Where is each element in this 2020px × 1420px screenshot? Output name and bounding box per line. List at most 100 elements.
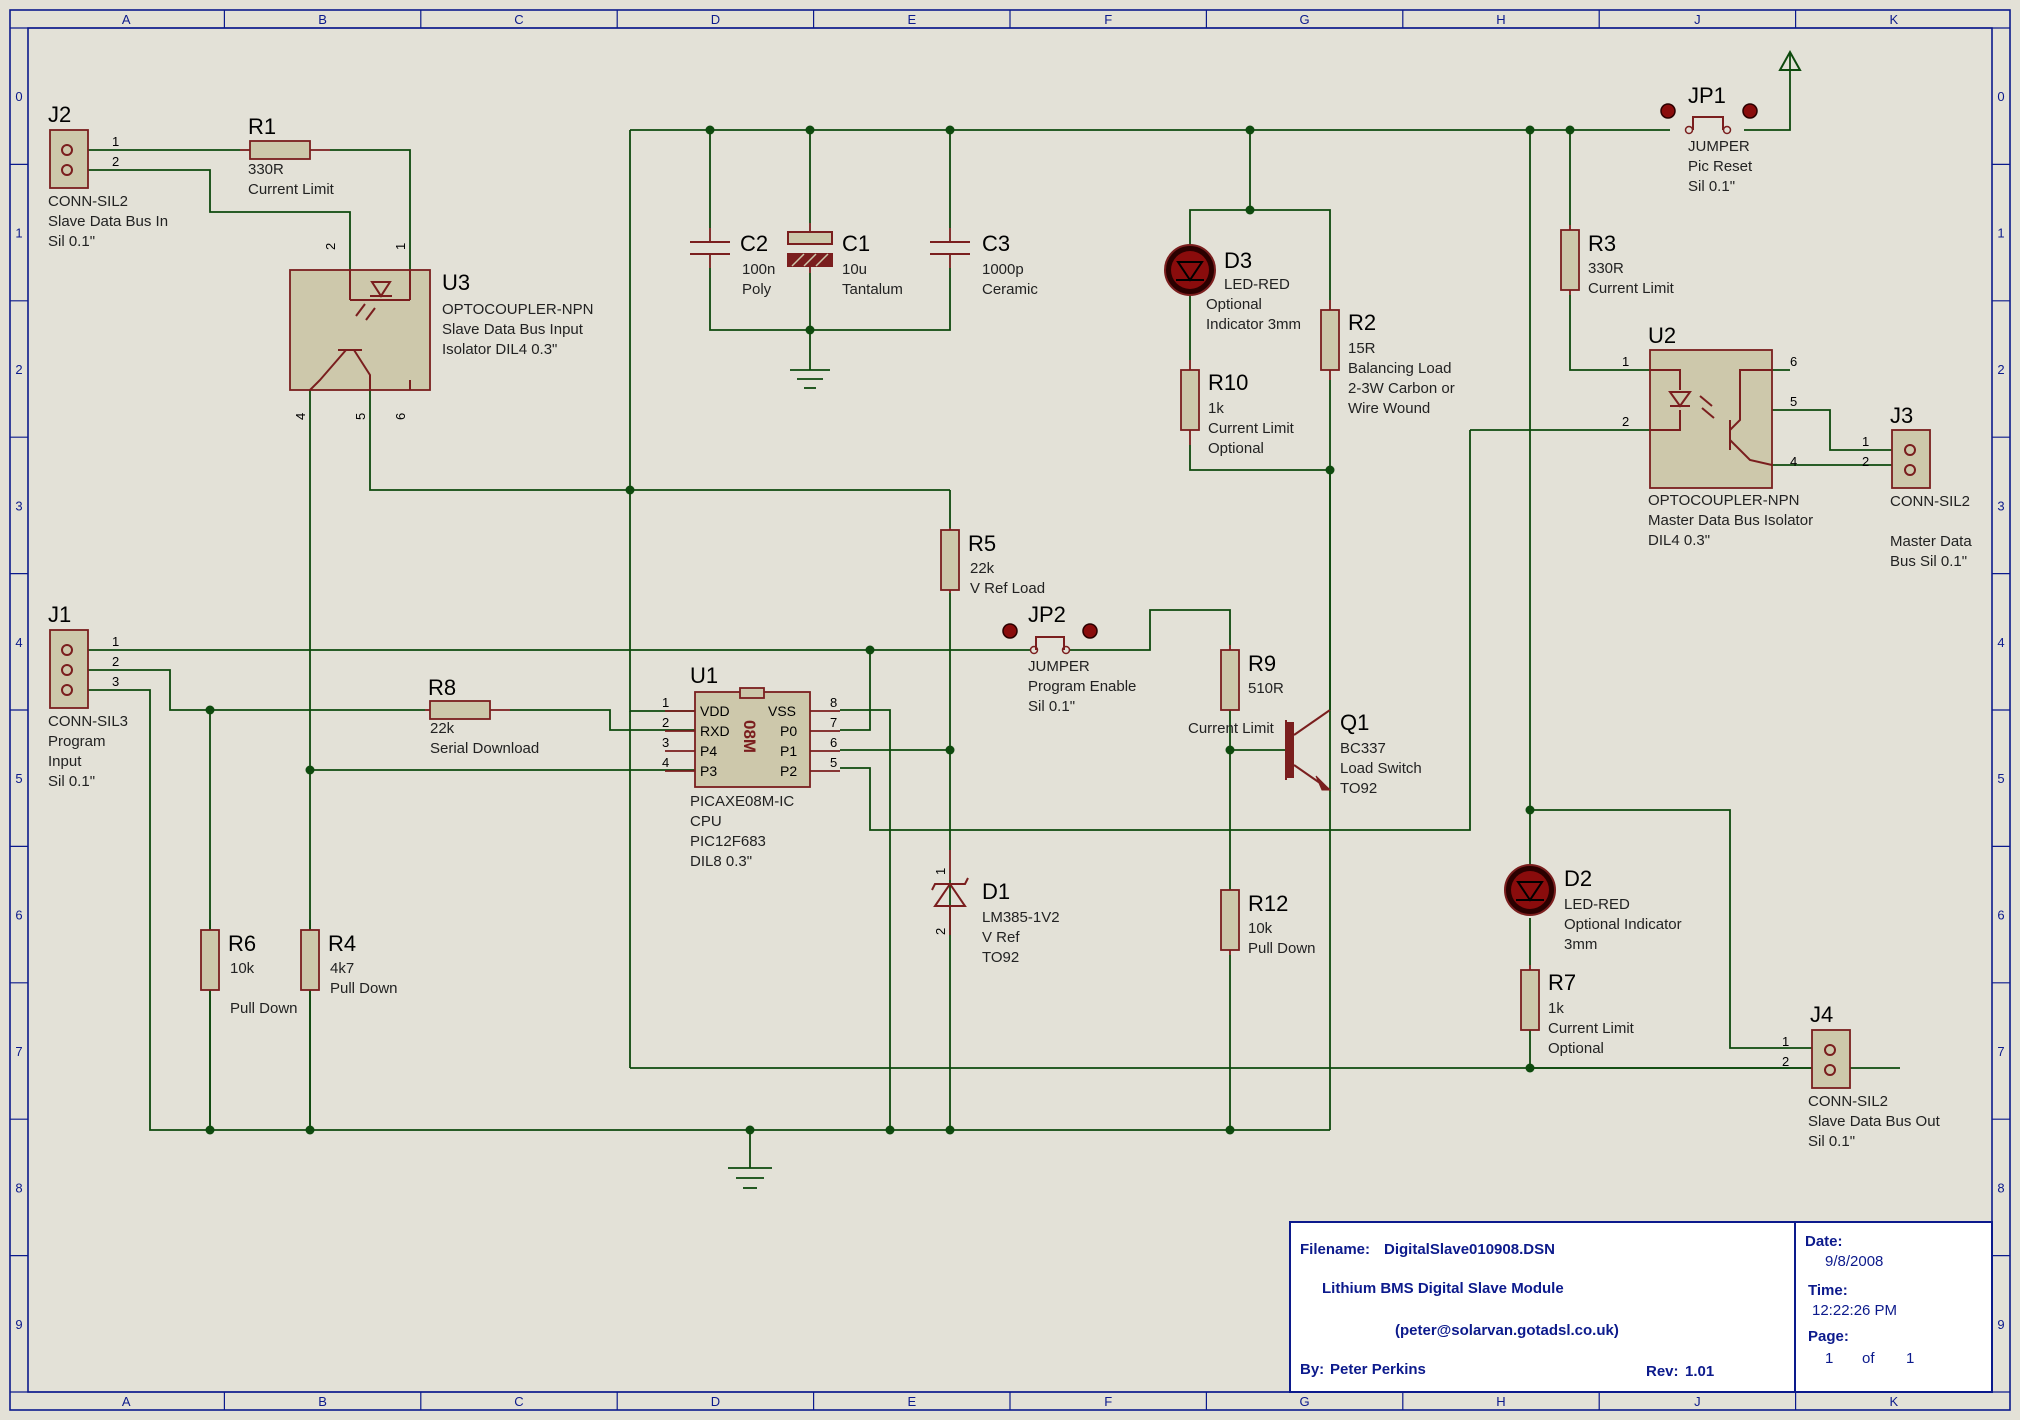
q1-line-2: Load Switch	[1340, 760, 1422, 777]
c2-ref: C2	[740, 231, 768, 256]
grid-row-label: 3	[1997, 498, 2004, 513]
u2-line-3: DIL4 0.3"	[1648, 532, 1710, 549]
d3-line-3: Indicator 3mm	[1206, 316, 1301, 333]
r3-line-1: 330R	[1588, 260, 1624, 277]
d1-line-2: V Ref	[982, 929, 1020, 946]
grid-row-label: 9	[1997, 1317, 2004, 1332]
tb-date-label: Date:	[1805, 1233, 1843, 1250]
capacitor-c2: C2 100n Poly	[690, 228, 775, 298]
grid-column-label: J	[1694, 12, 1701, 27]
resistor-r8: R8 22k Serial Download	[425, 675, 539, 757]
grid-row-label: 0	[1997, 89, 2004, 104]
r10-ref: R10	[1208, 370, 1248, 395]
r10-line-3: Optional	[1208, 440, 1264, 457]
j2-line-3: Sil 0.1"	[48, 233, 95, 250]
ground-icon-caps	[790, 369, 830, 389]
c3-line-1: 1000p	[982, 261, 1024, 278]
resistor-r4: R4 4k7 Pull Down	[300, 929, 398, 997]
vcc-arrow-icon	[1778, 49, 1802, 71]
c1-ref: C1	[842, 231, 870, 256]
tb-page: 1	[1825, 1350, 1833, 1367]
grid-row-label: 4	[1997, 635, 2004, 650]
jp2-line-1: JUMPER	[1028, 658, 1090, 675]
led-d2: D2 LED-RED Optional Indicator 3mm	[1504, 864, 1682, 953]
jumper-jp1: JP1 JUMPER Pic Reset Sil 0.1"	[1660, 83, 1758, 195]
tb-rev: 1.01	[1685, 1363, 1714, 1380]
microcontroller-u1: 1 2 3 4 8 7 6 5 VDD RXD P4 P3 VSS P0 P1 …	[662, 663, 840, 870]
r1-line-2: Current Limit	[248, 181, 335, 198]
grid-column-label: F	[1104, 12, 1112, 27]
u1-pin-p2: P2	[780, 763, 797, 779]
r7-line-1: 1k	[1548, 1000, 1564, 1017]
tb-filename: DigitalSlave010908.DSN	[1384, 1241, 1555, 1258]
tb-of-label: of	[1862, 1350, 1875, 1367]
j1-line-1: CONN-SIL3	[48, 713, 128, 730]
d2-line-2: Optional Indicator	[1564, 916, 1682, 933]
grid-row-label: 7	[15, 1044, 22, 1059]
u1-pin-p4: P4	[700, 743, 717, 759]
j4-line-1: CONN-SIL2	[1808, 1093, 1888, 1110]
r10-line-2: Current Limit	[1208, 420, 1295, 437]
grid-column-label: G	[1300, 12, 1310, 27]
u3-pin-5: 5	[353, 413, 368, 420]
grid-column-label: K	[1889, 1394, 1898, 1409]
u1-line-2: CPU	[690, 813, 722, 830]
d1-pin-2: 2	[933, 928, 948, 935]
u1-pin-4: 4	[662, 755, 669, 770]
grid-row-label: 4	[15, 635, 22, 650]
optocoupler-u2: 1 2 6 5 4 U2 OPTOCOUPLER-NPN Master Data…	[1622, 323, 1813, 549]
r4-line-2: Pull Down	[330, 980, 398, 997]
u1-pin-3: 3	[662, 735, 669, 750]
r2-line-3: 2-3W Carbon or	[1348, 380, 1455, 397]
d3-line-2: Optional	[1206, 296, 1262, 313]
r4-line-1: 4k7	[330, 960, 354, 977]
grid-row-label: 3	[15, 498, 22, 513]
grid-row-label: 8	[15, 1180, 22, 1195]
tb-title: Lithium BMS Digital Slave Module	[1322, 1280, 1564, 1297]
grid-row-label: 1	[1997, 226, 2004, 241]
r9-line-1: 510R	[1248, 680, 1284, 697]
c2-line-1: 100n	[742, 261, 775, 278]
resistor-r2: R2 15R Balancing Load 2-3W Carbon or Wir…	[1320, 300, 1455, 417]
r12-line-2: Pull Down	[1248, 940, 1316, 957]
grid-row-label: 7	[1997, 1044, 2004, 1059]
u1-pin-7: 7	[830, 715, 837, 730]
j1-line-4: Sil 0.1"	[48, 773, 95, 790]
u2-pin-6: 6	[1790, 354, 1797, 369]
grid-column-label: J	[1694, 1394, 1701, 1409]
j1-pin-2: 2	[112, 654, 119, 669]
resistor-r3: R3 330R Current Limit	[1560, 225, 1675, 297]
resistor-r10: R10 1k Current Limit Optional	[1180, 360, 1295, 457]
grid-marks	[10, 10, 2010, 1410]
diode-d1: 1 2 D1 LM385-1V2 V Ref TO92	[931, 850, 1060, 966]
r2-ref: R2	[1348, 310, 1376, 335]
u1-pin-2: 2	[662, 715, 669, 730]
grid-column-label: F	[1104, 1394, 1112, 1409]
j1-pin-3: 3	[112, 674, 119, 689]
grid-row-label: 1	[15, 226, 22, 241]
u1-line-3: PIC12F683	[690, 833, 766, 850]
u1-pin-p0: P0	[780, 723, 797, 739]
grid-column-label: C	[514, 12, 523, 27]
resistor-r5: R5 22k V Ref Load	[940, 528, 1045, 597]
optocoupler-u3: 2 1 4 5 6 U3 OPTOCOUPLER-NPN Slave Data …	[289, 243, 593, 420]
r9-extra: Current Limit	[1188, 720, 1275, 737]
r1-ref: R1	[248, 114, 276, 139]
capacitor-c1: C1 10u Tantalum	[787, 223, 903, 298]
r3-line-2: Current Limit	[1588, 280, 1675, 297]
j2-pin-2: 2	[112, 154, 119, 169]
d3-line-1: LED-RED	[1224, 276, 1290, 293]
r7-line-3: Optional	[1548, 1040, 1604, 1057]
grid-row-label: 6	[1997, 908, 2004, 923]
r10-line-1: 1k	[1208, 400, 1224, 417]
r8-ref: R8	[428, 675, 456, 700]
jumper-jp2: JP2 JUMPER Program Enable Sil 0.1"	[1002, 602, 1136, 715]
grid-column-label: D	[711, 1394, 720, 1409]
q1-line-3: TO92	[1340, 780, 1377, 797]
u2-pin-4: 4	[1790, 454, 1797, 469]
u1-pin-6: 6	[830, 735, 837, 750]
capacitor-c3: C3 1000p Ceramic	[930, 228, 1038, 298]
grid-column-label: G	[1300, 1394, 1310, 1409]
c1-line-2: Tantalum	[842, 281, 903, 298]
